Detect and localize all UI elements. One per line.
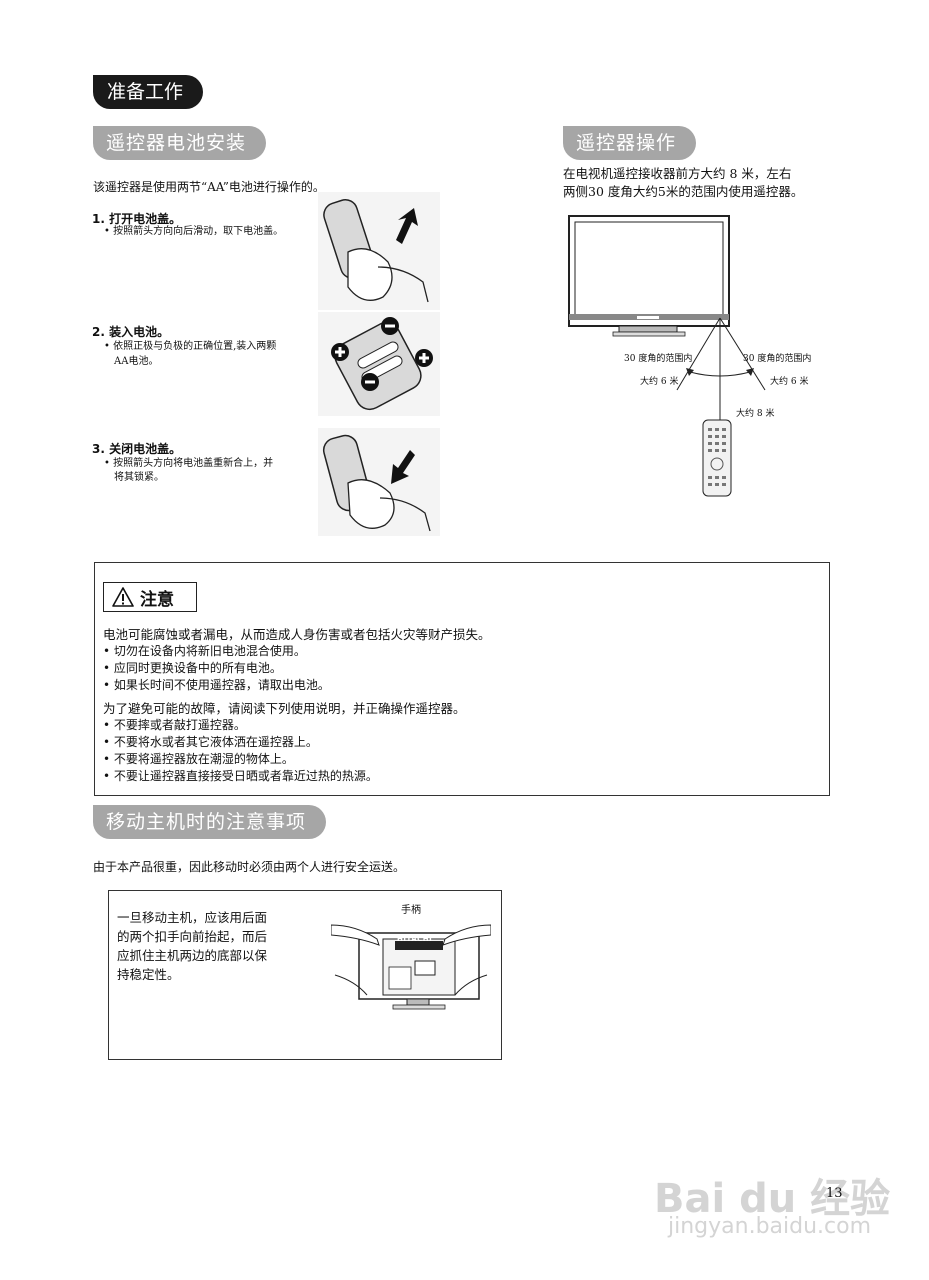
left-range-label: 30 度角的范围内 — [624, 354, 693, 364]
moving-instruction-line-3: 应抓住主机两边的底部以保 — [117, 948, 268, 963]
page-number: 13 — [826, 1186, 843, 1201]
remote-operation-text-line1: 在电视机遥控接收器前方大约 8 米，左右 — [563, 166, 792, 181]
front-distance-label: 大约 8 米 — [736, 409, 775, 419]
right-distance-label: 大约 6 米 — [770, 377, 809, 387]
caution-bullet-7: • 不要让遥控器直接接受日晒或者靠近过热的热源。 — [103, 769, 378, 783]
caution-bullet-1: • 切勿在设备内将新旧电池混合使用。 — [103, 644, 306, 658]
caution-bullet-3: • 如果长时间不使用遥控器，请取出电池。 — [103, 678, 330, 692]
caution-bullet-6: • 不要将遥控器放在潮湿的物体上。 — [103, 752, 294, 766]
watermark-url: jingyan.baidu.com — [668, 1214, 872, 1239]
step-2-title: 2. 装入电池。 — [92, 325, 170, 339]
step-1-title: 1. 打开电池盖。 — [92, 212, 182, 226]
battery-intro: 该遥控器是使用两节“AA”电池进行操作的。 — [93, 180, 325, 194]
brand-logo: HITACHI — [397, 935, 433, 943]
moving-instructions: 一旦移动主机，应该用后面 的两个扣手向前抬起，而后 应抓住主机两边的底部以保 持… — [117, 908, 297, 984]
step-3-title: 3. 关闭电池盖。 — [92, 442, 182, 456]
warning-icon — [112, 587, 134, 607]
handle-label: 手柄 — [401, 905, 421, 916]
step-3-note-line1: • 按照箭头方向将电池盖重新合上，并 — [104, 458, 274, 469]
page-title: 准备工作 — [93, 75, 204, 109]
caution-bullet-4: • 不要摔或者敲打遥控器。 — [103, 718, 246, 732]
moving-section-heading: 移动主机时的注意事项 — [93, 805, 327, 839]
caution-box: 注意 电池可能腐蚀或者漏电，从而造成人身伤害或者包括火灾等财产损失。 • 切勿在… — [94, 562, 830, 796]
open-battery-cover-illustration — [318, 192, 440, 310]
right-range-label: 30 度角的范围内 — [743, 354, 812, 364]
insert-batteries-illustration — [318, 312, 440, 416]
caution-line-2: 为了避免可能的故障，请阅读下列使用说明，并正确操作遥控器。 — [103, 701, 466, 716]
moving-intro: 由于本产品很重，因此移动时必须由两个人进行安全运送。 — [93, 860, 406, 874]
moving-instruction-line-1: 一旦移动主机，应该用后面 — [117, 910, 268, 925]
moving-instruction-line-2: 的两个扣手向前抬起，而后 — [117, 929, 268, 944]
caution-bullet-2: • 应同时更换设备中的所有电池。 — [103, 661, 282, 675]
remote-range-diagram — [568, 215, 766, 497]
close-battery-cover-illustration — [318, 428, 440, 536]
caution-label-text: 注意 — [140, 589, 174, 610]
battery-section-heading: 遥控器电池安装 — [93, 126, 267, 160]
caution-line-1: 电池可能腐蚀或者漏电，从而造成人身伤害或者包括火灾等财产损失。 — [103, 627, 491, 642]
caution-label: 注意 — [103, 582, 197, 612]
caution-bullet-5: • 不要将水或者其它液体洒在遥控器上。 — [103, 735, 318, 749]
left-distance-label: 大约 6 米 — [640, 377, 679, 387]
moving-instruction-line-4: 持稳定性。 — [117, 967, 180, 982]
moving-instructions-box: 一旦移动主机，应该用后面 的两个扣手向前抬起，而后 应抓住主机两边的底部以保 持… — [108, 890, 502, 1060]
watermark-logo: Bai du 经验 — [654, 1176, 891, 1222]
remote-operation-text-line2: 两侧30 度角大约5米的范围内使用遥控器。 — [563, 184, 804, 199]
step-2-note-line1: • 依照正极与负极的正确位置,装入两颗 — [104, 341, 277, 352]
step-1-note: • 按照箭头方向向后滑动，取下电池盖。 — [104, 226, 284, 237]
tv-lifting-illustration — [331, 924, 491, 1010]
remote-operation-heading: 遥控器操作 — [563, 126, 697, 160]
step-3-note-line2: 将其锁紧。 — [114, 472, 164, 483]
step-2-note-line2: AA电池。 — [114, 356, 159, 367]
